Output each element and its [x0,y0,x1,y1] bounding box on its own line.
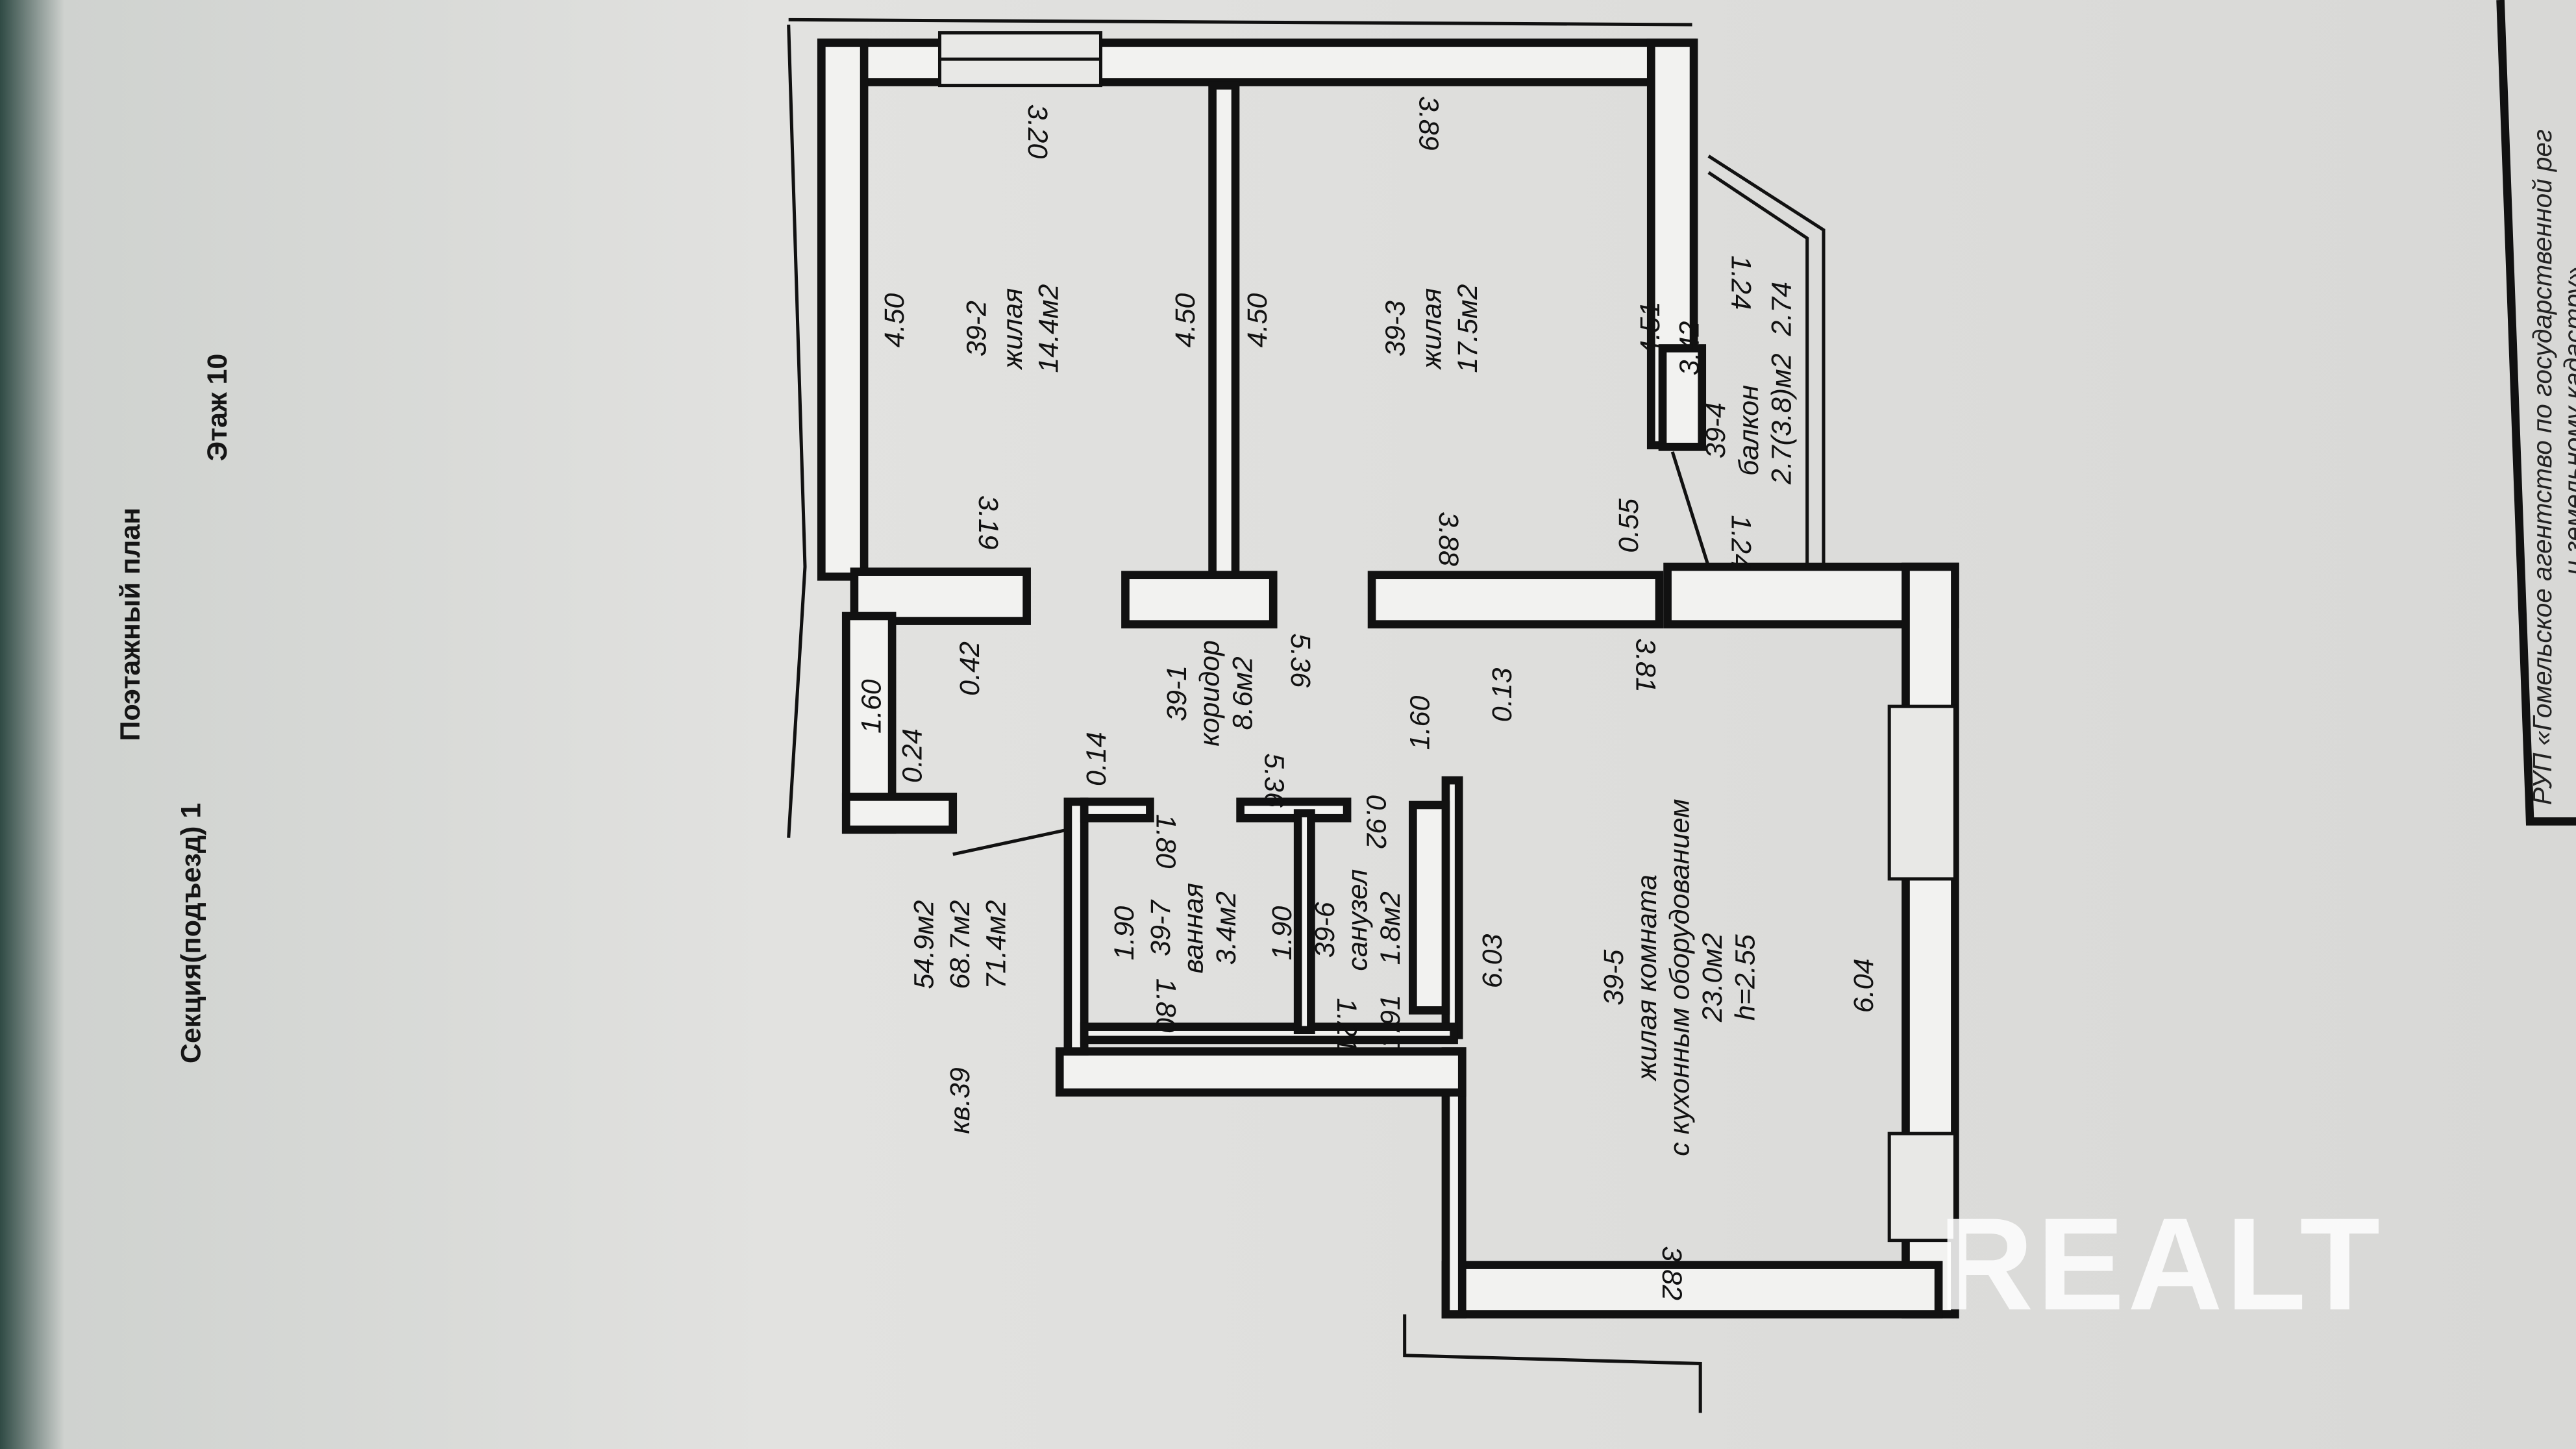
walls [787,18,1959,1413]
dimension-label: 3.19 [972,495,1004,550]
room-39-1: 39-1 коридор 8.6м2 [1161,640,1258,747]
room-name: жилая [1416,288,1447,371]
section-label: Секция(подъезд) 1 [176,803,207,1063]
room-39-4: 39-4 балкон 2.7(3.8)м2 [1700,353,1797,485]
room-area: 2.7(3.8)м2 [1766,353,1797,485]
total-with-balcony: 71.4м2 [981,900,1012,989]
dimension-label: 4.50 [1170,293,1201,348]
dimension-label: 3.89 [1413,96,1444,151]
dimension-label: 3.82 [1656,1246,1687,1300]
dimensions: 3.20 3.89 4.50 4.50 4.50 4.51 3.19 3.88 … [856,96,1879,1300]
room-height: h=2.55 [1730,934,1761,1021]
dimension-label: 4.50 [879,293,910,348]
dimension-label: 3.88 [1433,512,1464,566]
dimension-label: 5.36 [1259,753,1290,808]
room-area: 1.8м2 [1375,891,1406,965]
living-area: 54.9м2 [908,900,939,989]
dimension-label: 1.90 [1267,906,1298,960]
room-39-5: 39-5 жилая комната с кухонным оборудован… [1598,799,1761,1156]
room-area: 3.4м2 [1211,891,1242,965]
room-name: жилая комната [1631,874,1663,1082]
room-name: жилая [997,288,1028,371]
room-area: 23.0м2 [1697,933,1728,1022]
agency-line-2: и земельному кадастру» [2558,267,2576,575]
dimension-label: 0.24 [897,728,928,783]
room-area: 17.5м2 [1452,284,1483,373]
dimension-label: 1.80 [1150,814,1182,869]
room-39-3: 39-3 жилая 17.5м2 [1380,284,1483,373]
dimension-label: 1.24 [1725,515,1756,569]
floor-label: Этаж 10 [202,354,233,462]
room-39-2: 39-2 жилая 14.4м2 [961,284,1064,373]
dimension-label: 1.91 [1375,995,1406,1049]
room-id: 39-7 [1145,899,1176,956]
dimension-label: 1.80 [1150,978,1182,1033]
room-name-2: с кухонным оборудованием [1664,799,1695,1156]
room-id: 39-3 [1380,301,1411,356]
room-id: 39-5 [1598,949,1629,1006]
dimension-label: 1.60 [856,679,887,734]
dimension-label: 1.21 [1331,998,1362,1052]
plan-title: Поэтажный план [115,508,146,741]
dimension-label: 4.51 [1635,301,1666,356]
title-block-border [2496,0,2576,826]
room-area: 14.4м2 [1034,284,1065,373]
room-39-7: 39-7 ванная 3.4м2 [1145,883,1242,974]
apartment-number: кв.39 [945,1067,976,1134]
dimension-label: 6.04 [1848,959,1879,1013]
room-name: коридор [1195,640,1226,747]
dimension-label: 0.13 [1487,668,1518,723]
room-name: балкон [1733,385,1765,476]
dimension-label: 0.92 [1360,794,1391,848]
room-id: 39-4 [1700,402,1731,458]
room-id: 39-1 [1161,665,1193,721]
dimension-label: 3.20 [1022,105,1053,159]
dimension-label: 3.42 [1674,321,1705,376]
dimension-label: 1.24 [1725,255,1756,310]
dimension-label: 2.74 [1766,282,1797,337]
dimension-label: 1.90 [1109,906,1140,960]
room-39-6: 39-6 санузел 1.8м2 [1309,869,1406,971]
room-id: 39-2 [961,301,992,356]
dimension-label: 5.36 [1285,633,1316,687]
room-id: 39-6 [1309,902,1341,958]
total-area: 68.7м2 [945,900,976,989]
realt-watermark: REALT [1938,1191,2383,1337]
dimension-label: 0.14 [1081,732,1112,786]
dimension-label: 1.60 [1405,696,1436,750]
dimension-label: 6.03 [1477,934,1508,988]
room-name: ванная [1178,883,1209,974]
dimension-label: 4.50 [1242,293,1273,348]
dimension-label: 0.42 [954,641,985,696]
room-area: 8.6м2 [1227,656,1258,730]
agency-line-1: РУП «Гомельское агентство по государстве… [2527,129,2557,805]
room-name: санузел [1342,869,1373,971]
dimension-label: 3.81 [1629,638,1661,693]
dimension-label: 0.55 [1613,498,1644,553]
